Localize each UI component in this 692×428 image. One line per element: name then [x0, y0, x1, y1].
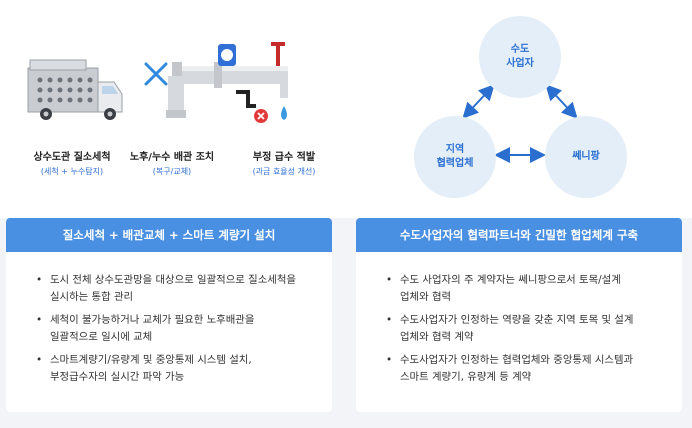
caption-title-2: 노후/누수 배관 조치	[129, 152, 215, 163]
caption-title-3: 부정 급수 적발	[252, 152, 316, 163]
node-label-line: 지역	[445, 143, 465, 155]
node-local-partner: 지역 협력업체	[414, 116, 496, 198]
caption-subtitle-1: (세척 + 누수탐지)	[40, 167, 104, 176]
pipe-repair-icon	[144, 62, 288, 118]
node-label-line: 쎄니팡	[572, 150, 600, 162]
service-illustration	[27, 42, 288, 123]
nitrogen-truck-icon	[27, 59, 123, 120]
card-title: 수도사업자의 협력파트너와 긴밀한 협업체계 구축	[356, 218, 682, 252]
node-water-utility: 수도 사업자	[479, 16, 561, 98]
card-title: 질소세척 + 배관교체 + 스마트 계량기 설치	[6, 218, 332, 252]
node-company: 쎄니팡	[545, 116, 627, 198]
partnership-arrows	[462, 84, 578, 163]
list-item: 스마트계량기/유량계 및 중앙통제 시스템 설치,부정급수자의 실시간 파악 가…	[36, 352, 312, 386]
water-meter-faucet-icon	[218, 42, 288, 123]
caption-subtitle-2: (복구/교체)	[152, 167, 192, 176]
node-label-line: 협력업체	[436, 158, 474, 169]
node-label-line: 수도	[510, 43, 530, 55]
node-label-line: 사업자	[506, 58, 534, 69]
card-solution: 질소세척 + 배관교체 + 스마트 계량기 설치 도시 전체 상수도관망을 대상…	[6, 218, 332, 412]
caption-title-1: 상수도관 질소세척	[33, 152, 111, 163]
caption-subtitle-3: (과금 효율성 개선)	[252, 167, 316, 176]
card-partnership: 수도사업자의 협력파트너와 긴밀한 협업체계 구축 수도 사업자의 주 계약자는…	[356, 218, 682, 412]
